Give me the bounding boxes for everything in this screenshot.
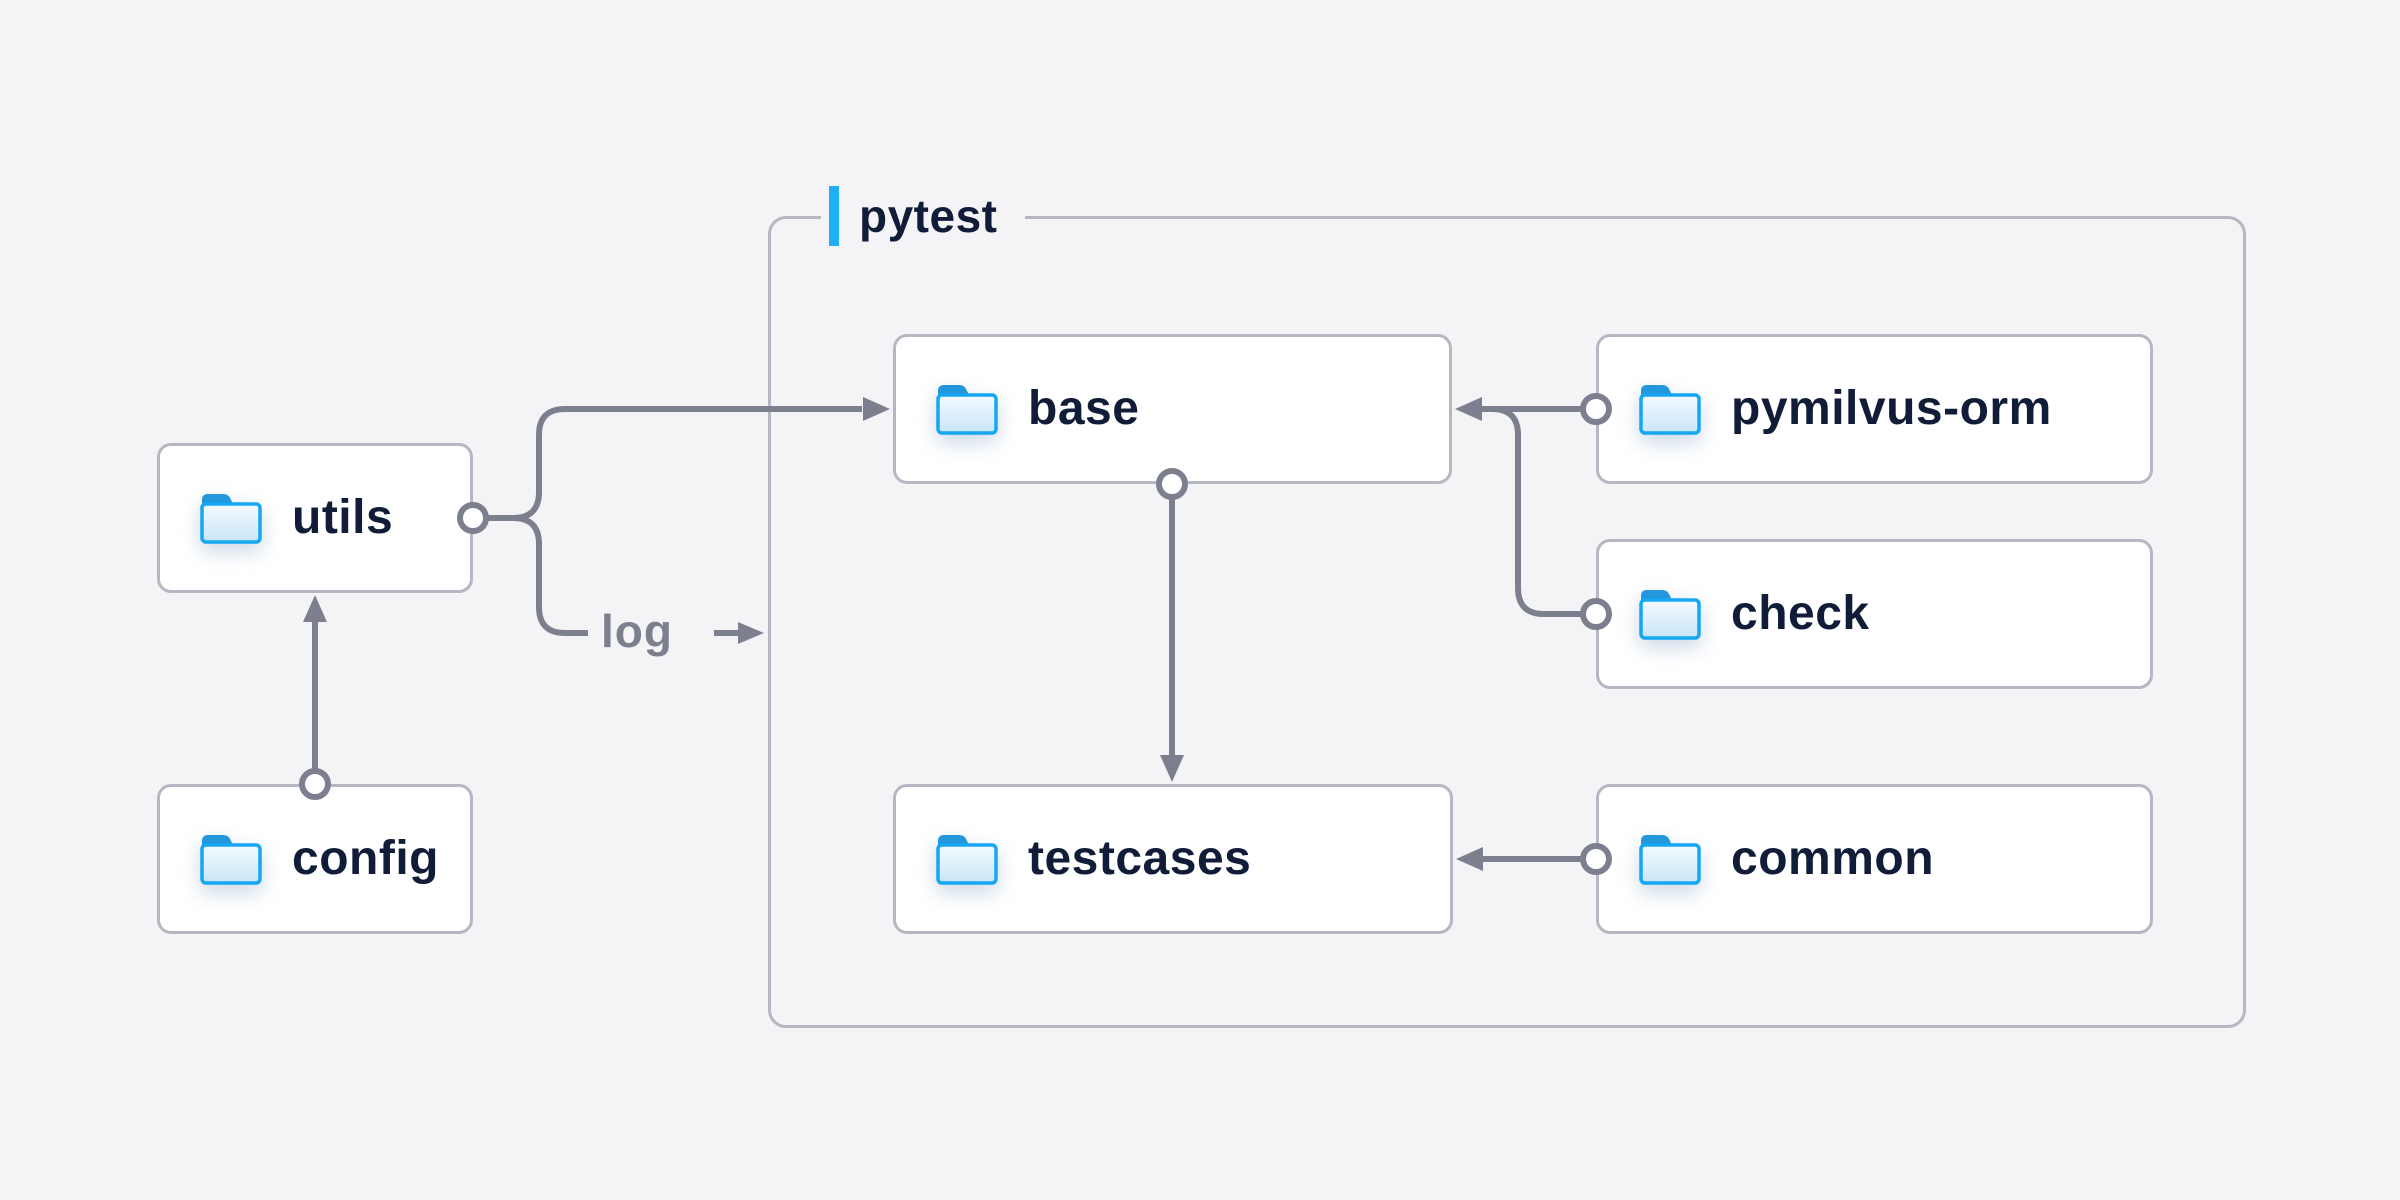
node-common: common bbox=[1596, 784, 2153, 934]
node-label: common bbox=[1731, 832, 1935, 885]
node-utils: utils bbox=[157, 443, 473, 593]
edge-config-utils bbox=[299, 595, 331, 800]
pytest-group: pytest bbox=[768, 183, 2246, 1028]
node-check: check bbox=[1596, 539, 2153, 689]
edge-label-log: log bbox=[601, 605, 673, 658]
folder-icon bbox=[936, 385, 998, 435]
node-label: base bbox=[1028, 382, 1140, 435]
node-testcases: testcases bbox=[893, 784, 1453, 934]
folder-icon bbox=[1639, 835, 1701, 885]
folder-icon bbox=[200, 835, 262, 885]
arrowhead bbox=[738, 622, 764, 644]
node-label: pymilvus-orm bbox=[1731, 382, 2052, 435]
group-title: pytest bbox=[859, 190, 998, 242]
node-label: config bbox=[292, 832, 439, 885]
folder-icon bbox=[200, 494, 262, 544]
pytest-group-label: pytest bbox=[821, 183, 1026, 249]
node-label: testcases bbox=[1028, 832, 1252, 885]
accent-bar bbox=[829, 186, 839, 246]
node-pymilvus-orm: pymilvus-orm bbox=[1596, 334, 2153, 484]
node-base: base bbox=[893, 334, 1452, 484]
folder-icon bbox=[1639, 590, 1701, 640]
node-config: config bbox=[157, 784, 473, 934]
arrowhead bbox=[303, 595, 327, 622]
node-label: check bbox=[1731, 587, 1870, 640]
folder-icon bbox=[1639, 385, 1701, 435]
node-label: utils bbox=[292, 491, 394, 544]
folder-icon bbox=[936, 835, 998, 885]
